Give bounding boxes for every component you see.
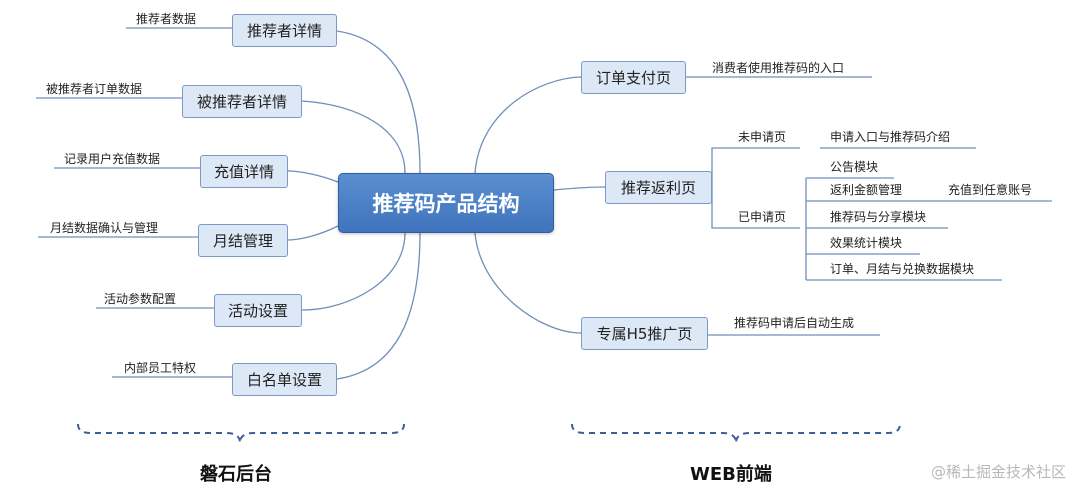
section-title-backend: 磐石后台 [200,464,272,485]
node-rebate-page: 推荐返利页 [605,171,712,204]
label-auto-generated: 推荐码申请后自动生成 [734,316,855,330]
label-monthly-data: 月结数据确认与管理 [50,221,159,235]
label-applied: 已申请页 [738,210,787,224]
section-title-web-frontend: WEB前端 [690,464,772,485]
label-not-applied: 未申请页 [738,130,787,144]
node-referee-details: 被推荐者详情 [182,85,302,118]
label-referrer-data: 推荐者数据 [136,12,197,26]
node-recharge-details: 充值详情 [200,155,288,188]
label-order-data-module: 订单、月结与兑换数据模块 [830,262,975,276]
label-apply-entry: 申请入口与推荐码介绍 [830,130,951,144]
label-recharge-any-account: 充值到任意账号 [948,183,1033,197]
label-staff-privilege: 内部员工特权 [124,361,197,375]
node-referrer-details: 推荐者详情 [232,14,337,47]
node-whitelist-settings: 白名单设置 [232,363,337,396]
label-notice-module: 公告模块 [830,160,879,174]
label-activity-params: 活动参数配置 [104,292,177,306]
node-h5-promo-page: 专属H5推广页 [581,317,708,350]
label-recharge-data: 记录用户充值数据 [64,152,161,166]
node-activity-settings: 活动设置 [214,294,302,327]
center-node: 推荐码产品结构 [338,173,554,233]
label-stats-module: 效果统计模块 [830,236,903,250]
node-order-payment-page: 订单支付页 [581,61,686,94]
watermark: @稀土掘金技术社区 [930,463,1066,481]
node-monthly-management: 月结管理 [198,224,288,257]
label-rebate-amount: 返利金额管理 [830,183,903,197]
label-share-module: 推荐码与分享模块 [830,210,927,224]
label-referee-order-data: 被推荐者订单数据 [46,82,143,96]
label-consumer-entry: 消费者使用推荐码的入口 [712,61,845,75]
